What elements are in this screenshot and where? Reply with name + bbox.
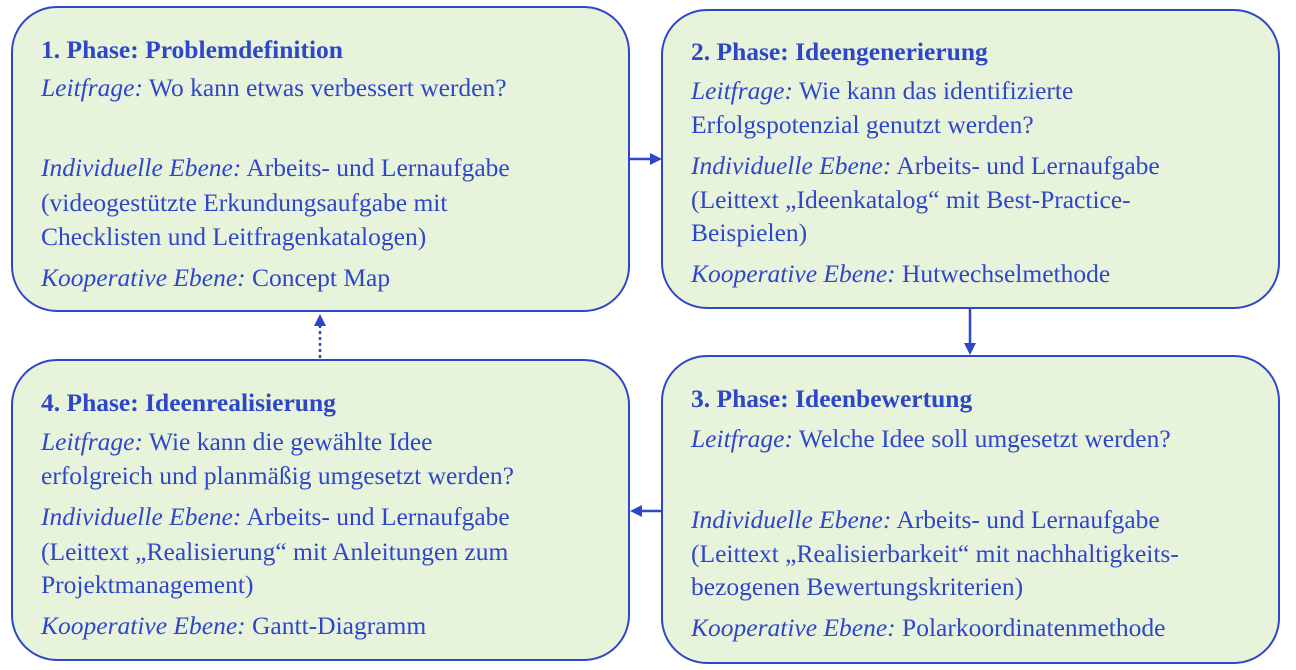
phase2-individuell: Individuelle Ebene: Arbeits- und Lernauf…	[691, 149, 1258, 182]
phase3-individuell: Individuelle Ebene: Arbeits- und Lernauf…	[691, 503, 1258, 536]
phase1-leitfrage-text: Wo kann etwas verbessert werden?	[143, 73, 507, 102]
phase4-individuell-line3: Projektmanagement)	[41, 570, 254, 599]
phase2-individuell-text: Arbeits- und Lernaufgabe	[891, 151, 1160, 180]
phase4-kooperativ-text: Gantt-Diagramm	[245, 611, 427, 640]
phase2-leitfrage-text: Wie kann das identifizierte	[793, 76, 1074, 105]
phase4-kooperativ: Kooperative Ebene: Gantt-Diagramm	[41, 609, 608, 642]
phase2-title: 2. Phase: Ideengenerierung	[691, 37, 988, 66]
phase3-kooperativ: Kooperative Ebene: Polarkoordinatenmetho…	[691, 611, 1258, 644]
phase4-individuell: Individuelle Ebene: Arbeits- und Lernauf…	[41, 500, 608, 533]
phase2-leitfrage: Leitfrage: Wie kann das identifizierte	[691, 74, 1258, 107]
phase2-individuell-label: Individuelle Ebene:	[691, 151, 892, 180]
phase2-leitfrage-line2: Erfolgspotenzial genutzt werden?	[691, 110, 1034, 139]
phase3-kooperativ-label: Kooperative Ebene:	[691, 613, 896, 642]
phase1-leitfrage: Leitfrage: Wo kann etwas verbessert werd…	[41, 71, 608, 104]
phase1-box: 1. Phase: Problemdefinition Leitfrage: W…	[11, 6, 630, 312]
phase4-leitfrage: Leitfrage: Wie kann die gewählte Idee	[41, 425, 608, 458]
arrow-phase4-to-phase1-dotted	[314, 314, 326, 358]
phase2-individuell-line2: (Leittext „Ideenkatalog“ mit Best-Practi…	[691, 185, 1131, 214]
phase4-title: 4. Phase: Ideenrealisierung	[41, 388, 336, 417]
phase1-title: 1. Phase: Problemdefinition	[41, 35, 343, 64]
arrow-phase1-to-phase2	[630, 153, 662, 165]
phase3-title: 3. Phase: Ideenbewertung	[691, 384, 973, 413]
phase3-leitfrage-label: Leitfrage:	[691, 424, 793, 453]
phase1-kooperativ: Kooperative Ebene: Concept Map	[41, 261, 608, 294]
phase1-individuell: Individuelle Ebene: Arbeits- und Lernauf…	[41, 151, 608, 184]
phase4-individuell-text: Arbeits- und Lernaufgabe	[241, 502, 510, 531]
phase1-individuell-line3: Checklisten und Leitfragenkatalogen)	[41, 222, 427, 251]
phase2-kooperativ-label: Kooperative Ebene:	[691, 259, 896, 288]
phase4-leitfrage-label: Leitfrage:	[41, 427, 143, 456]
phase4-kooperativ-label: Kooperative Ebene:	[41, 611, 246, 640]
phase1-individuell-line2: (videogestützte Erkundungsaufgabe mit	[41, 188, 448, 217]
phase2-leitfrage-label: Leitfrage:	[691, 76, 793, 105]
phase4-leitfrage-text: Wie kann die gewählte Idee	[143, 427, 433, 456]
phase1-kooperativ-label: Kooperative Ebene:	[41, 263, 246, 292]
phase3-individuell-line3: bezogenen Bewertungskriterien)	[691, 572, 1024, 601]
phase3-leitfrage: Leitfrage: Welche Idee soll umgesetzt we…	[691, 422, 1258, 455]
phase4-leitfrage-line2: erfolgreich und planmäßig umgesetzt werd…	[41, 461, 514, 490]
phase4-individuell-label: Individuelle Ebene:	[41, 502, 242, 531]
phase1-individuell-label: Individuelle Ebene:	[41, 153, 242, 182]
phase3-individuell-text: Arbeits- und Lernaufgabe	[891, 505, 1160, 534]
phase3-kooperativ-text: Polarkoordinatenmethode	[895, 613, 1166, 642]
phase1-individuell-text: Arbeits- und Lernaufgabe	[241, 153, 510, 182]
phase3-box: 3. Phase: Ideenbewertung Leitfrage: Welc…	[661, 355, 1280, 664]
phase3-leitfrage-text: Welche Idee soll umgesetzt werden?	[793, 424, 1171, 453]
phase2-kooperativ: Kooperative Ebene: Hutwechselmethode	[691, 257, 1258, 290]
phase4-individuell-line2: (Leittext „Realisierung“ mit Anleitungen…	[41, 537, 509, 566]
phase3-individuell-line2: (Leittext „Realisierbarkeit“ mit nachhal…	[691, 539, 1179, 568]
phase4-box: 4. Phase: Ideenrealisierung Leitfrage: W…	[11, 359, 630, 661]
arrow-phase2-to-phase3	[964, 309, 976, 355]
phase2-box: 2. Phase: Ideengenerierung Leitfrage: Wi…	[661, 9, 1280, 309]
phase2-kooperativ-text: Hutwechselmethode	[895, 259, 1111, 288]
phase1-kooperativ-text: Concept Map	[245, 263, 391, 292]
phase3-individuell-label: Individuelle Ebene:	[691, 505, 892, 534]
arrow-phase3-to-phase4	[630, 505, 661, 517]
phase2-individuell-line3: Beispielen)	[691, 218, 808, 247]
phase1-leitfrage-label: Leitfrage:	[41, 73, 143, 102]
